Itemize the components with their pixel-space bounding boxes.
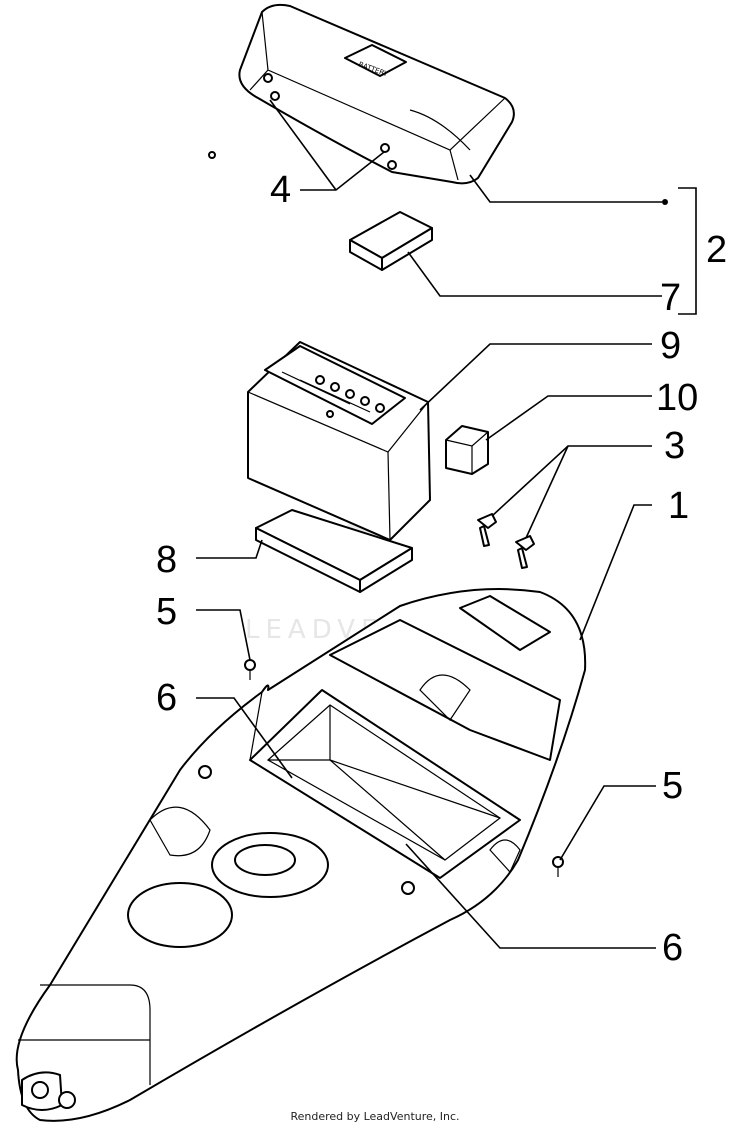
fuse-block <box>445 425 489 475</box>
callout-3: 3 <box>664 425 685 467</box>
callout-8: 8 <box>156 539 177 581</box>
callout-1: 1 <box>668 485 689 527</box>
battery-tray <box>15 588 587 1122</box>
footer-credit: Rendered by LeadVenture, Inc. <box>290 1110 460 1123</box>
callout-2: 2 <box>706 229 727 271</box>
callout-6-top: 6 <box>156 677 177 719</box>
screws-3 <box>477 513 535 569</box>
callout-5-top: 5 <box>156 591 177 633</box>
leader-lines <box>196 99 697 949</box>
callout-6-bottom: 6 <box>662 927 683 969</box>
callouts: 4 2 7 9 10 3 1 8 5 6 5 6 <box>156 169 727 969</box>
callout-5-right: 5 <box>662 765 683 807</box>
battery-pad-small <box>349 211 433 271</box>
callout-9: 9 <box>660 325 681 367</box>
battery-cover: BATTERY <box>208 3 515 185</box>
callout-4: 4 <box>270 169 291 211</box>
callout-dot <box>662 199 668 205</box>
callout-10: 10 <box>656 377 698 419</box>
battery <box>247 341 431 541</box>
battery-pad-large <box>255 509 413 593</box>
callout-7: 7 <box>660 277 681 319</box>
